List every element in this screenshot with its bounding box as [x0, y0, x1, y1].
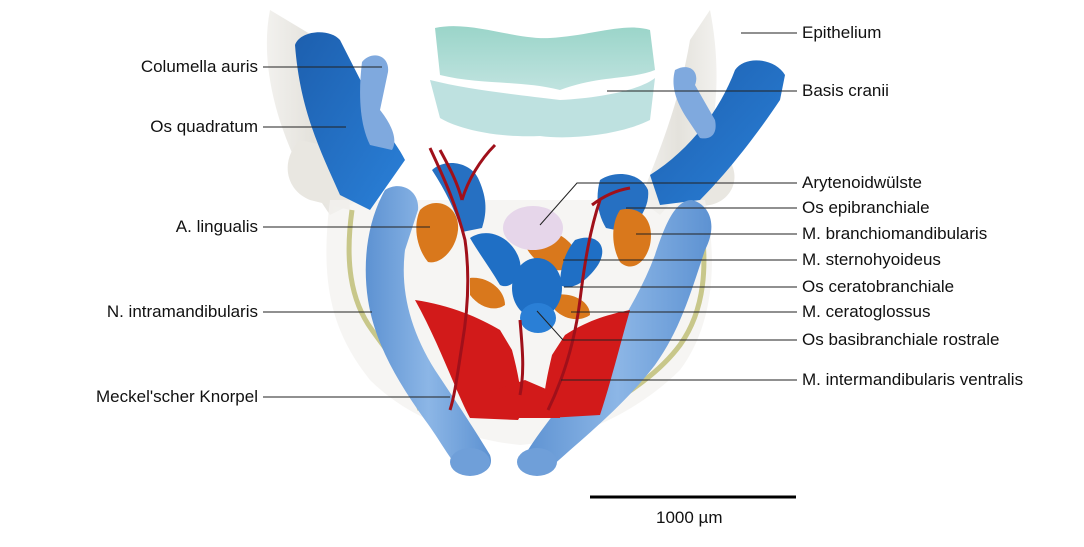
scale-bar-label: 1000 µm [656, 508, 723, 528]
basis-cranii-structure [430, 26, 655, 137]
label-os-quadratum: Os quadratum [150, 117, 258, 137]
label-basis-cranii: Basis cranii [802, 81, 889, 101]
arytenoid-structure [503, 206, 563, 250]
label-m-intermandibularis-ventralis: M. intermandibularis ventralis [802, 370, 1023, 390]
label-meckel-knorpel: Meckel'scher Knorpel [96, 387, 258, 407]
label-os-basibranchiale-rostrale: Os basibranchiale rostrale [802, 330, 999, 350]
label-n-intramandibularis: N. intramandibularis [107, 302, 258, 322]
label-os-epibranchiale: Os epibranchiale [802, 198, 930, 218]
label-a-lingualis: A. lingualis [176, 217, 258, 237]
label-m-branchiomandibularis: M. branchiomandibularis [802, 224, 987, 244]
label-arytenoidwuelste: Arytenoidwülste [802, 173, 922, 193]
label-os-ceratobranchiale: Os ceratobranchiale [802, 277, 954, 297]
label-m-sternohyoideus: M. sternohyoideus [802, 250, 941, 270]
label-columella-auris: Columella auris [141, 57, 258, 77]
label-m-ceratoglossus: M. ceratoglossus [802, 302, 931, 322]
label-epithelium: Epithelium [802, 23, 881, 43]
